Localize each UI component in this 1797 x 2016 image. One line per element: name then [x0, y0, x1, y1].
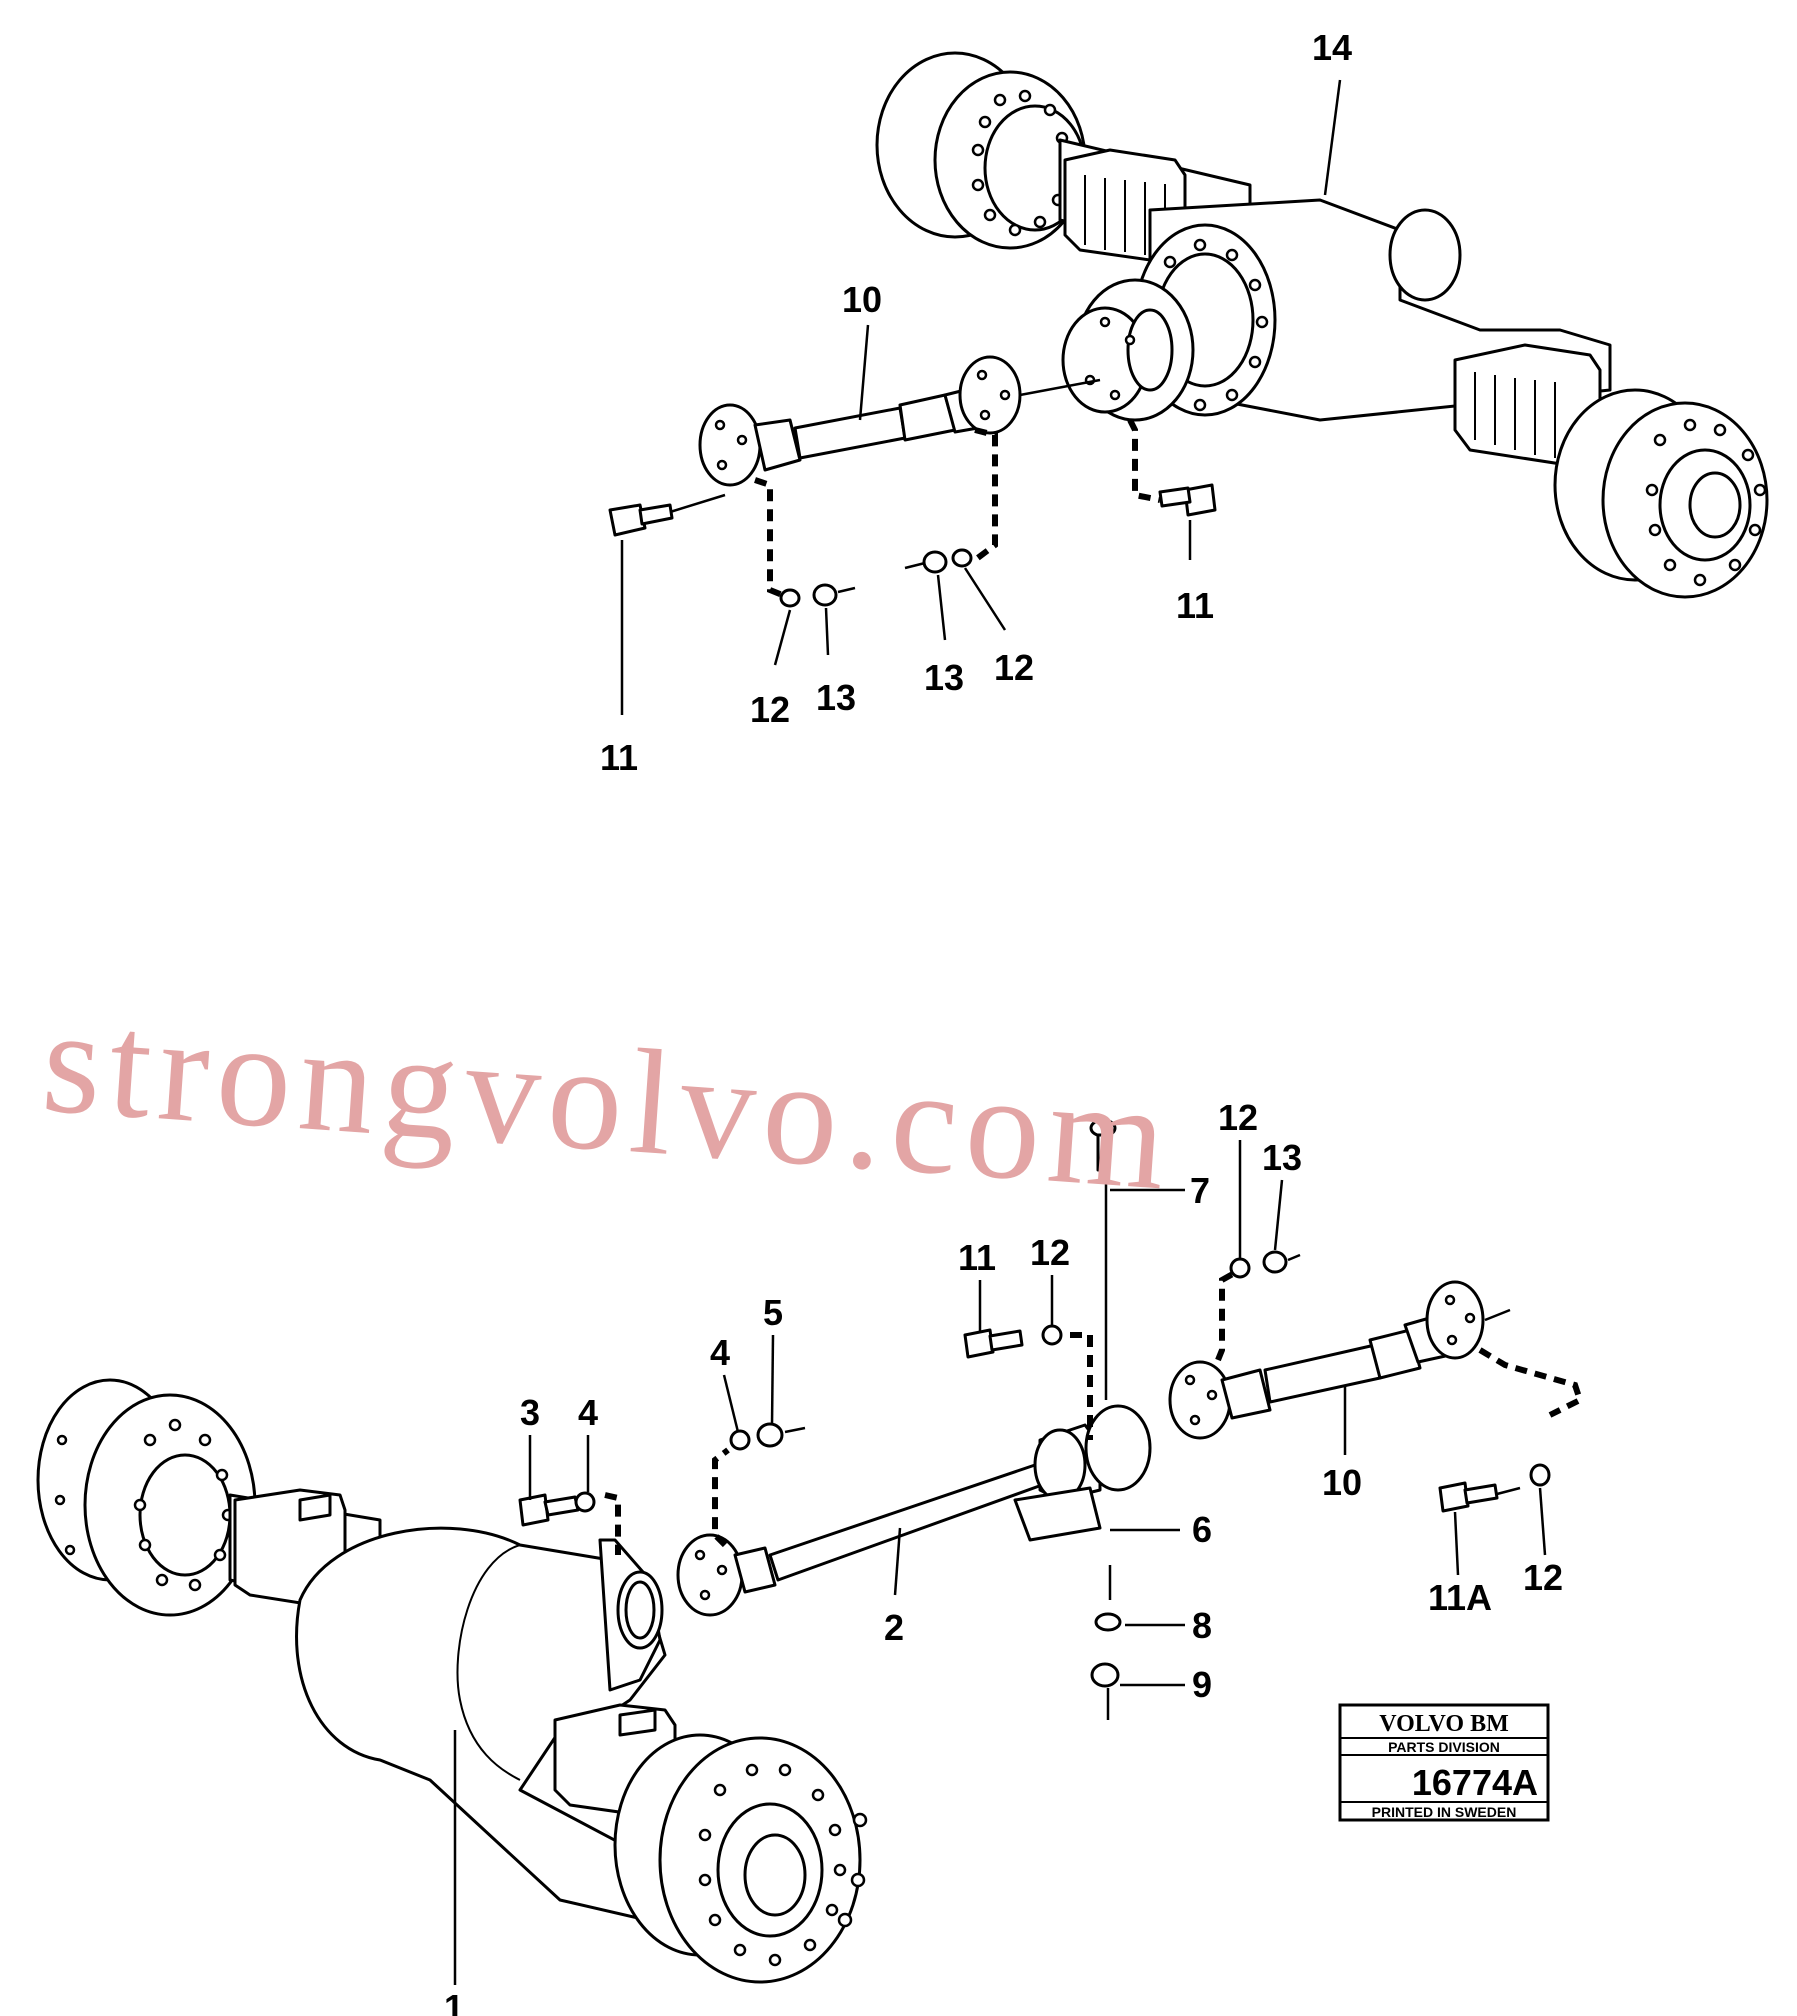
callout-14: 14: [1312, 27, 1352, 68]
callout-11A: 11A: [1428, 1577, 1492, 1618]
stamp-brand: VOLVO BM: [1379, 1711, 1509, 1737]
top-right-bolt: [1158, 483, 1217, 517]
bottom-washer-nut-12-13: [1229, 1250, 1301, 1279]
bottom-dash-11A: [1478, 1347, 1584, 1418]
front-axle-assembly: [36, 1378, 868, 1984]
callout-labels: 14 10 11 11 12 13 13 12 1 2 3 4 4 5 6 7 …: [444, 27, 1563, 2016]
bottom-bolt-7: [1089, 1118, 1117, 1400]
callout-1: 1: [444, 1987, 464, 2016]
top-washer-nut-left: [779, 583, 856, 608]
callout-5: 5: [763, 1292, 783, 1333]
callout-12-bottom-b: 12: [1218, 1097, 1258, 1138]
front-propeller-shaft: [676, 1404, 1152, 1617]
bottom-bolt-3: [518, 1491, 596, 1527]
bottom-dash-left: [604, 1492, 621, 1555]
callout-4b: 4: [710, 1332, 730, 1373]
bottom-dash-4: [712, 1447, 730, 1548]
callout-10-bottom: 10: [1322, 1462, 1362, 1503]
stamp-printed: PRINTED IN SWEDEN: [1372, 1804, 1517, 1820]
watermark-text: strongvolvo.com: [38, 977, 1179, 1222]
bottom-dash-12: [1215, 1267, 1242, 1362]
callout-12-bottom-c: 12: [1523, 1557, 1563, 1598]
bottom-dash-11: [1070, 1332, 1093, 1440]
top-washer-nut-mid: [904, 548, 973, 574]
callout-leaders: [453, 79, 1547, 1985]
top-dash-left: [754, 477, 792, 601]
bottom-nut-9: [1090, 1662, 1120, 1720]
bottom-bolt-11: [963, 1324, 1063, 1359]
rear-right-hub: [1553, 388, 1769, 599]
callout-6: 6: [1192, 1509, 1212, 1550]
callout-12-bottom-a: 12: [1030, 1232, 1070, 1273]
callout-3: 3: [520, 1392, 540, 1433]
rear-left-hub: [875, 51, 1087, 250]
callout-2: 2: [884, 1607, 904, 1648]
callout-7: 7: [1190, 1170, 1210, 1211]
callout-11-top-left: 11: [600, 737, 638, 778]
callout-10-top: 10: [842, 279, 882, 320]
callout-11-bottom: 11: [958, 1237, 996, 1278]
front-right-hub: [613, 1733, 868, 1984]
callout-9: 9: [1192, 1664, 1212, 1705]
bottom-bolt-11A: [1438, 1463, 1551, 1513]
top-dash-right: [1127, 418, 1161, 503]
callout-13-top-a: 13: [816, 677, 856, 718]
top-left-bolt: [608, 493, 726, 537]
callout-13-bottom: 13: [1262, 1137, 1302, 1178]
top-dash-mid: [973, 427, 998, 563]
bottom-washer-nut-5: [729, 1422, 806, 1451]
top-propeller-shaft: [698, 355, 1101, 487]
callout-8: 8: [1192, 1605, 1212, 1646]
callout-11-top-right: 11: [1176, 585, 1214, 626]
callout-4a: 4: [578, 1392, 598, 1433]
callout-13-top-b: 13: [924, 657, 964, 698]
stamp-division: PARTS DIVISION: [1388, 1739, 1500, 1755]
front-left-hub: [36, 1378, 257, 1617]
volvo-bm-stamp: VOLVO BM PARTS DIVISION 16774A PRINTED I…: [1338, 1703, 1550, 1822]
bottom-right-propeller-shaft: [1168, 1280, 1511, 1440]
stamp-number: 16774A: [1412, 1762, 1538, 1803]
callout-12-top-a: 12: [750, 689, 790, 730]
bottom-washer-8: [1094, 1612, 1122, 1632]
rear-axle-assembly: [875, 51, 1769, 599]
callout-12-top-b: 12: [994, 647, 1034, 688]
